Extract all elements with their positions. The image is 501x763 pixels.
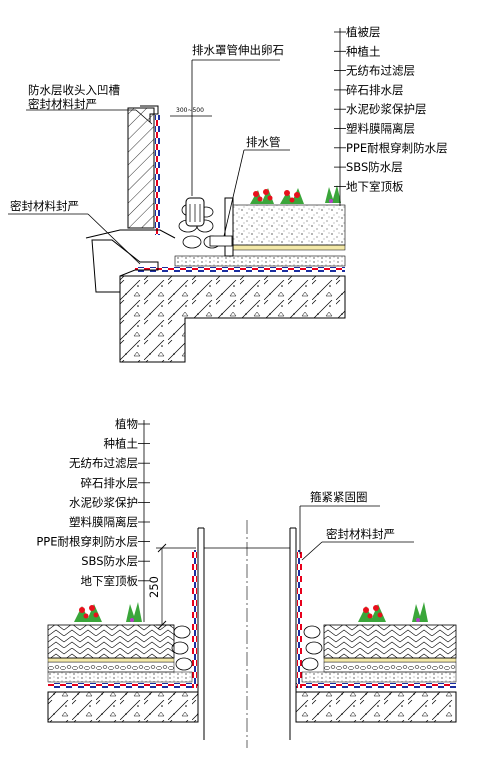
top-dimension: 300~500 (176, 107, 204, 114)
legend-layer-label: 种植土 (104, 437, 139, 451)
bottom-membrane-right (296, 683, 456, 688)
legend-layer-label: PPE耐根穿刺防水层 (36, 535, 138, 549)
legend-layer-label: 水泥砂浆保护 (69, 495, 138, 509)
legend-layer-label: 水泥砂浆保护层 (346, 102, 427, 116)
vent-pipe (197, 520, 297, 748)
top-membrane (135, 267, 345, 272)
legend-layer-label: SBS防水层 (346, 160, 403, 174)
bottom-soil-right (323, 624, 457, 659)
callout-hoop-text: 箍紧紧固圈 (310, 490, 368, 504)
bottom-filter-right (323, 657, 457, 663)
callout-seal-left-text: 密封材料封严 (10, 199, 79, 213)
legend-layer-label: 碎石排水层 (81, 476, 139, 490)
pipe-membrane-left (192, 550, 197, 688)
parapet-cap (140, 105, 159, 122)
pipe-membrane-right (297, 550, 302, 688)
drain-pipe (209, 235, 233, 247)
callout-drain-sleeve-text: 排水罩管伸出卵石 (192, 43, 284, 57)
legend-layer-label: 碎石排水层 (346, 83, 404, 97)
legend-layer-label: 塑料膜隔离层 (346, 122, 415, 136)
legend-layer-label: 种植土 (346, 44, 381, 58)
bottom-filter-left (47, 657, 175, 663)
legend-layer-label: 植物 (115, 417, 138, 431)
legend-layer-label: PPE耐根穿刺防水层 (346, 141, 448, 155)
callout-flashing-groove-text: 防水层收头入凹槽 (28, 83, 120, 97)
bottom-mortar-right (301, 671, 457, 683)
legend-layer-label: SBS防水层 (81, 554, 138, 568)
dimension-250: 250 (147, 543, 196, 630)
bottom-soil-left (47, 624, 175, 659)
legend-layer-label: 地下室顶板 (81, 574, 139, 588)
callout-drain-sleeve: 排水罩管伸出卵石 (191, 43, 284, 196)
wall-membrane (155, 115, 160, 235)
parapet-wall (127, 107, 155, 229)
top-roof-slab (119, 275, 346, 363)
top-soil (231, 204, 346, 246)
legend-layer-label: 塑料膜隔离层 (69, 515, 138, 529)
callout-drain-pipe-text: 排水管 (246, 135, 281, 149)
bottom-slab-right (295, 691, 457, 723)
callout-seal-bottom: 密封材料封严 (301, 527, 414, 561)
callout-hoop: 箍紧紧固圈 (299, 490, 380, 554)
pipe-pebbles-left (171, 625, 193, 671)
bottom-membrane-left (48, 683, 198, 688)
bottom-mortar-left (47, 671, 193, 683)
legend-layer-label: 无纺布过滤层 (69, 456, 138, 470)
top-filter (231, 244, 346, 251)
callout-flashing: 防水层收头入凹槽 密封材料封严 (26, 83, 153, 125)
callout-seal-left: 密封材料封严 (8, 199, 141, 265)
pipe-pebbles-right (301, 625, 323, 671)
bottom-gravel-right (323, 661, 457, 673)
callout-seal-bottom-text: 密封材料封严 (326, 527, 395, 541)
legend-layer-label: 无纺布过滤层 (346, 64, 415, 78)
bottom-plants (74, 602, 428, 622)
top-mortar (174, 255, 346, 267)
top-plants (250, 185, 341, 204)
gutter-flashing (85, 229, 176, 239)
bottom-slab-left (47, 691, 199, 723)
planter-curb (224, 197, 234, 257)
bottom-gravel-left (47, 661, 175, 673)
callout-flashing-seal-text: 密封材料封严 (28, 97, 97, 111)
dimension-250-text: 250 (147, 576, 161, 598)
legend-layer-label: 植被层 (346, 25, 381, 39)
legend-layer-label: 地下室顶板 (346, 179, 404, 193)
callout-drain-pipe: 排水管 (223, 135, 290, 237)
